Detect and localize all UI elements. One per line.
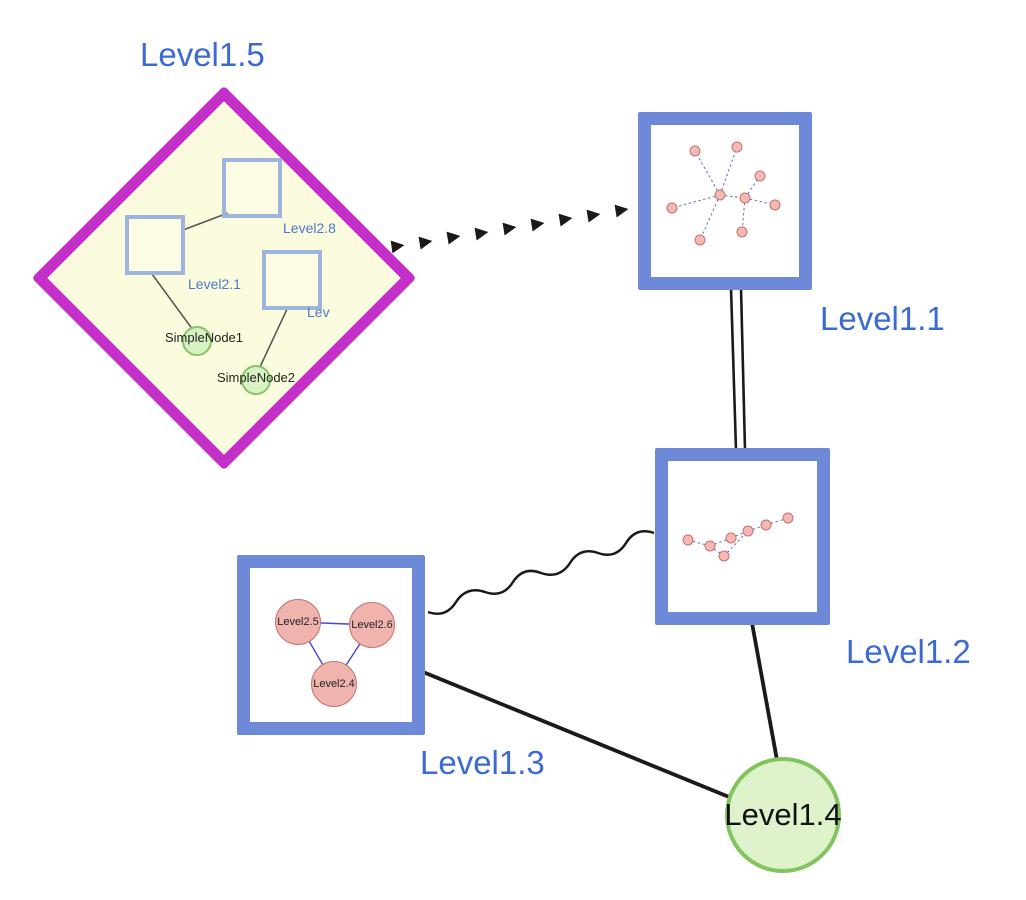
mini-node (666, 202, 678, 214)
label-level1-3: Level1.3 (420, 744, 545, 781)
mini-node (769, 199, 781, 211)
label-level1-2: Level1.2 (846, 633, 971, 670)
label-level1-1: Level1.1 (820, 300, 945, 337)
mini-edge (699, 194, 721, 241)
mini-node (760, 519, 772, 531)
mini-edge (741, 197, 746, 233)
node-level2-6[interactable]: Level2.6 (349, 602, 395, 648)
mini-node (739, 192, 751, 204)
label-level1-5: Level1.5 (140, 36, 265, 73)
mini-node (742, 525, 754, 537)
level1-1-inner-graph (666, 141, 781, 246)
label-simplenode1: SimpleNode1 (164, 330, 244, 345)
level1-2-inner-graph (682, 512, 794, 562)
mini-node (736, 226, 748, 238)
node-level2-8-square[interactable] (222, 158, 282, 218)
node-level2-5[interactable]: Level2.5 (275, 599, 321, 645)
mini-edge (671, 194, 721, 209)
mini-node (725, 532, 737, 544)
label-level2-8: Level2.8 (283, 220, 336, 236)
mini-node (782, 512, 794, 524)
node-level2-4[interactable]: Level2.4 (311, 661, 357, 707)
mini-edge (765, 517, 789, 526)
node-simplenode2[interactable] (241, 365, 271, 395)
mini-edge (719, 146, 738, 196)
mini-edge (694, 150, 721, 196)
node-level1-4[interactable] (725, 757, 841, 873)
edge-level1-2-level1-4 (750, 622, 779, 761)
mini-node (714, 189, 726, 201)
node-level1-3[interactable]: Level2.5 Level2.6 Level2.4 (237, 555, 425, 735)
mini-edge (709, 537, 732, 547)
node-level1-1[interactable] (638, 112, 812, 290)
mini-node (731, 141, 743, 153)
mini-node (754, 170, 766, 182)
label-level2-4: Level2.4 (313, 678, 355, 690)
mini-node (718, 550, 730, 562)
label-level2-5: Level2.5 (277, 616, 319, 628)
label-simplenode2: SimpleNode2 (216, 370, 296, 385)
edge-level1-5-level1-1 (390, 200, 657, 254)
edge-level1-1-level1-2-b (739, 287, 747, 451)
node-level2-1-square[interactable] (125, 215, 185, 275)
mini-node (689, 145, 701, 157)
node-simplenode1[interactable] (182, 326, 212, 356)
label-level2-1: Level2.1 (188, 276, 241, 292)
label-level1-4: Level1.4 (724, 797, 842, 832)
mini-edge (723, 530, 749, 557)
edge-level1-3-level1-2-wavy (427, 530, 655, 615)
label-level2-6: Level2.6 (351, 619, 393, 631)
node-level1-2[interactable] (655, 448, 830, 625)
node-level2-x-square[interactable] (262, 250, 322, 310)
mini-node (682, 534, 694, 546)
mini-node (704, 540, 716, 552)
mini-node (694, 234, 706, 246)
edge-level1-1-level1-2-a (729, 287, 738, 451)
label-level2-x-truncated: Lev (307, 304, 330, 320)
mini-edge (687, 539, 711, 547)
